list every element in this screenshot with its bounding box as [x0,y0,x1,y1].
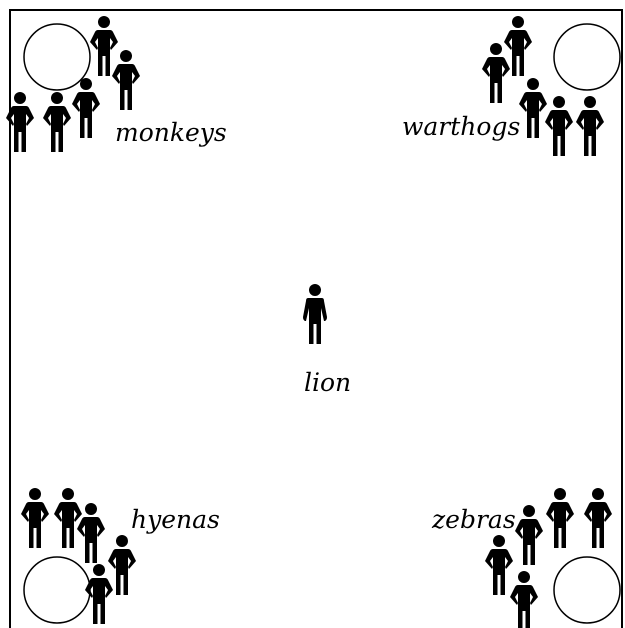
field-boundary [9,9,623,628]
warthogs-label: warthogs [402,112,520,141]
hyenas-base-circle [23,556,91,624]
group-zebras: zebras [431,488,621,628]
lion-label: lion [304,368,351,397]
hyenas-label: hyenas [131,505,220,534]
hyenas-person-icon [21,488,136,624]
center-lion: lion [303,284,351,397]
group-hyenas: hyenas [21,488,220,624]
group-monkeys: monkeys [6,16,227,152]
zebras-label: zebras [431,505,516,534]
warthogs-base-circle [553,23,621,91]
monkeys-label: monkeys [115,118,227,147]
group-warthogs: warthogs [402,16,621,156]
lion-person-icon [303,284,327,344]
zebras-base-circle [553,556,621,624]
monkeys-base-circle [23,23,91,91]
